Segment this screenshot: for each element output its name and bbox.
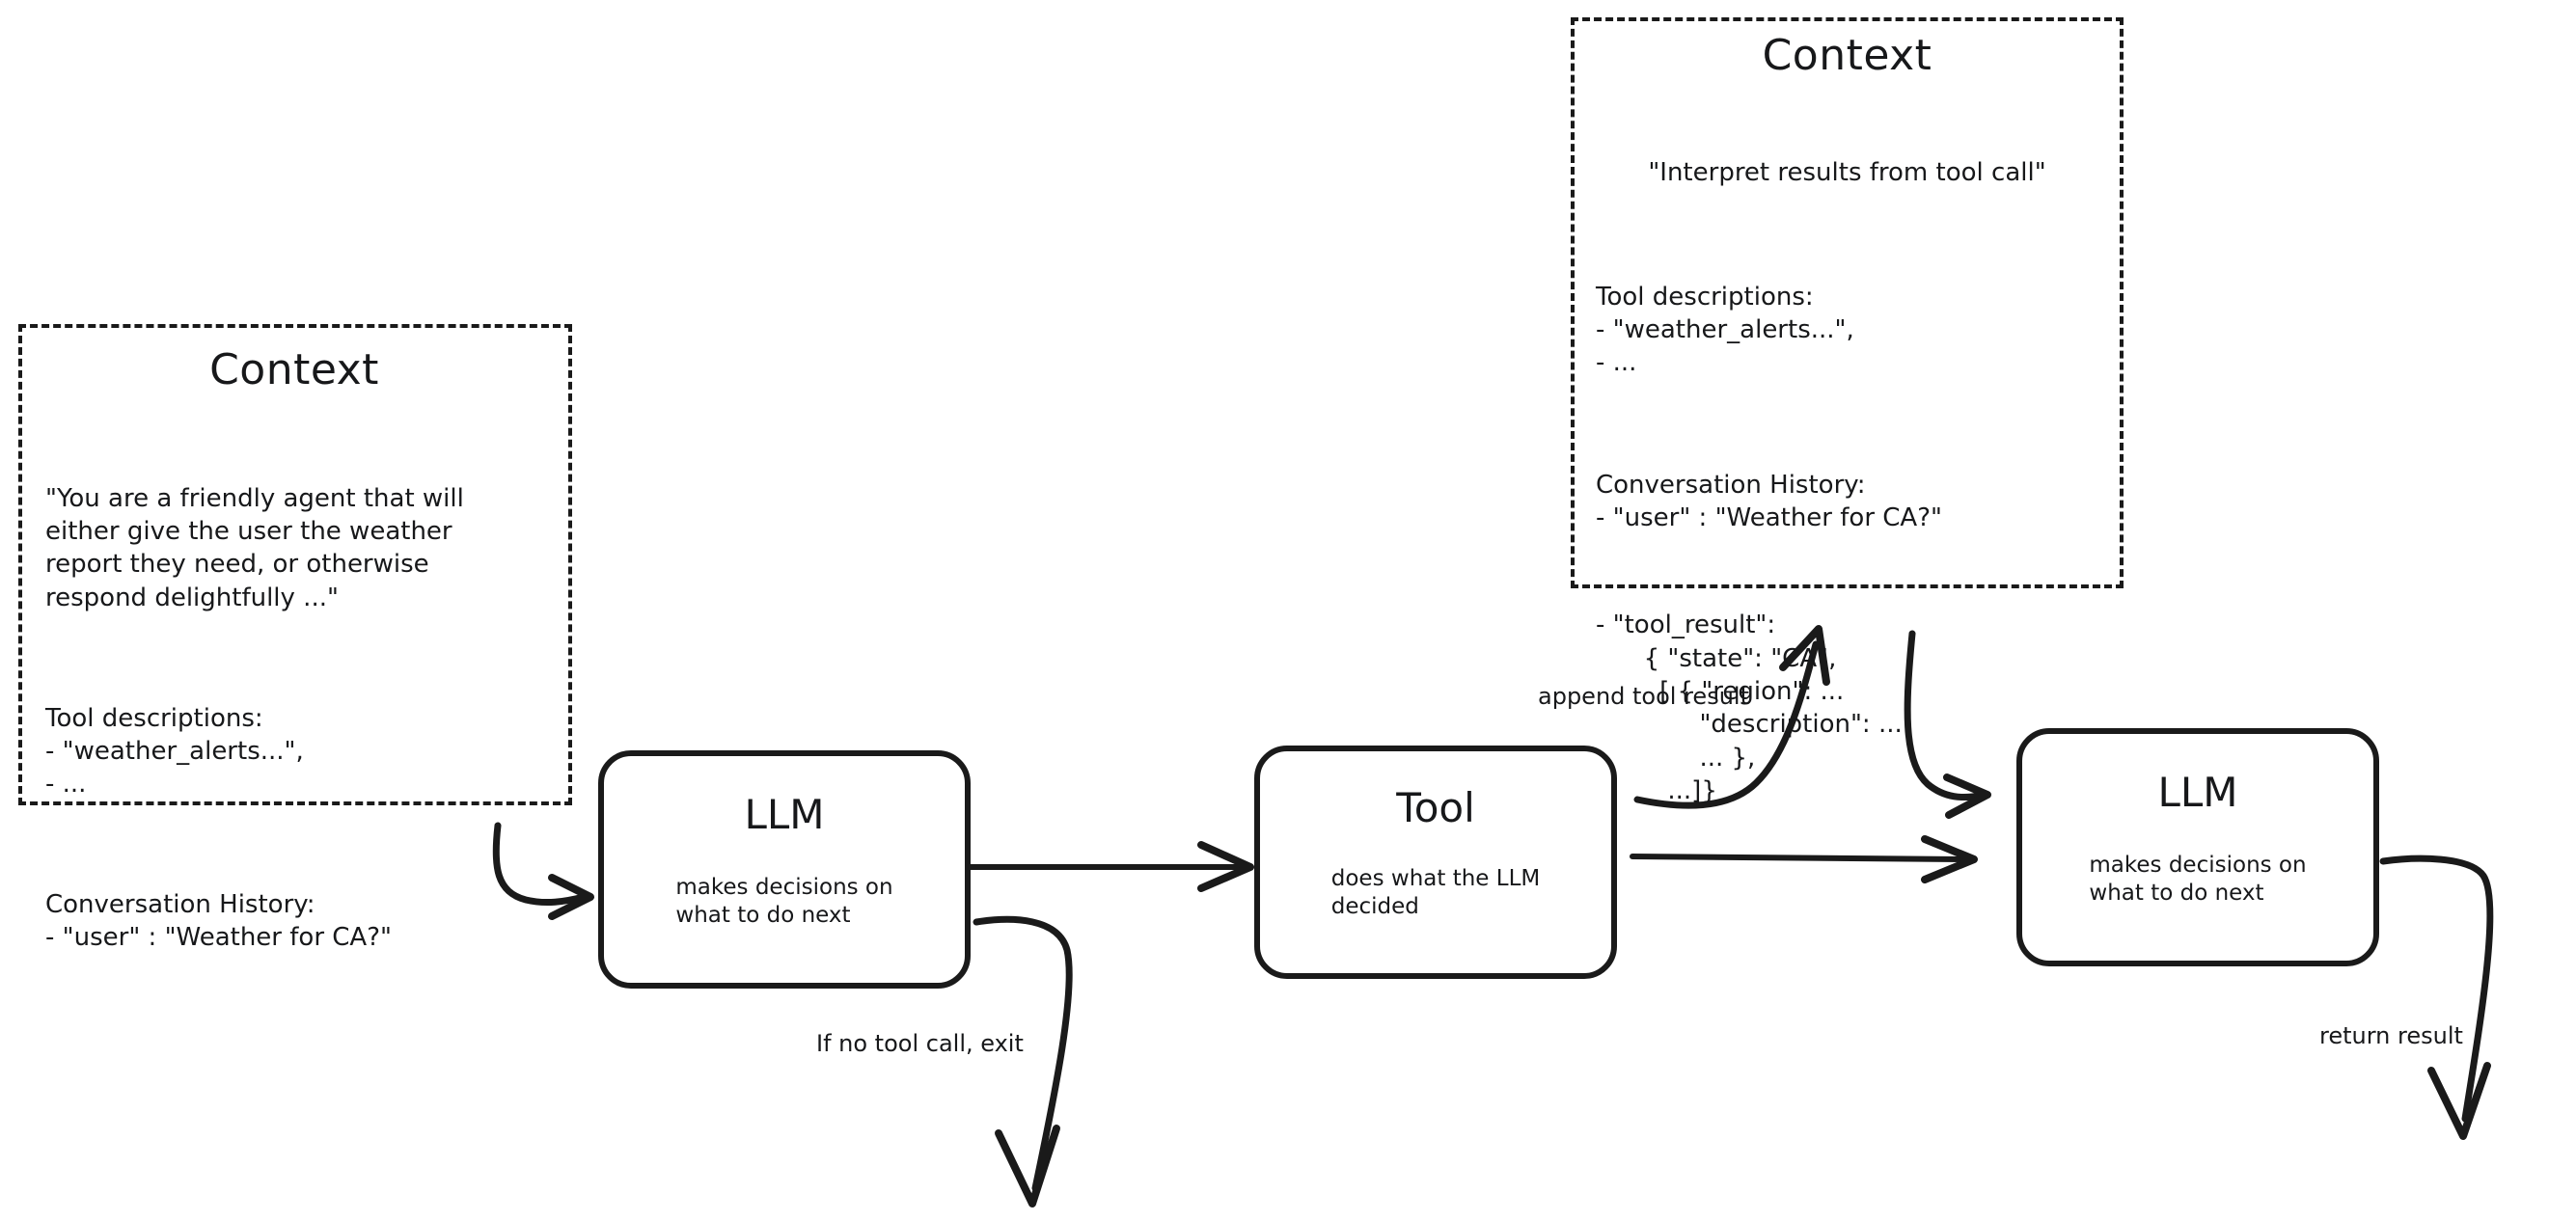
context-right-title: Context: [1762, 31, 1932, 80]
context-box-left: Context "You are a friendly agent that w…: [18, 324, 572, 952]
node-llm-second[interactable]: LLM makes decisions on what to do next: [2016, 728, 2379, 966]
edge-label-llm-exit: If no tool call, exit: [816, 1030, 1024, 1057]
edge-label-return-result: return result: [2319, 1022, 2463, 1049]
node-tool[interactable]: Tool does what the LLM decided: [1254, 746, 1617, 979]
node-llm-first-subtitle: makes decisions on what to do next: [675, 875, 893, 929]
node-llm-first-title: LLM: [744, 791, 825, 838]
node-llm-first[interactable]: LLM makes decisions on what to do next: [598, 750, 971, 989]
context-left-body: "You are a friendly agent that will eith…: [45, 416, 543, 1020]
edge-label-append-tool-result: append tool result: [1538, 683, 1749, 710]
context-right-body: "Interpret results from tool call" Tool …: [1596, 90, 2098, 874]
context-left-conversation-history: Conversation History: - "user" : "Weathe…: [45, 890, 392, 953]
node-tool-title: Tool: [1396, 784, 1475, 831]
node-llm-second-title: LLM: [2157, 769, 2238, 816]
context-right-tool-descriptions: Tool descriptions: - "weather_alerts..."…: [1596, 282, 1854, 378]
edge-llm-exit: [973, 915, 1073, 1207]
context-box-right: Context "Interpret results from tool cal…: [1571, 17, 2124, 805]
edge-return-result: [2379, 855, 2494, 1140]
node-llm-second-subtitle: makes decisions on what to do next: [2089, 853, 2307, 907]
context-right-system-prompt: "Interpret results from tool call": [1648, 157, 2046, 187]
context-left-tool-descriptions: Tool descriptions: - "weather_alerts..."…: [45, 703, 304, 800]
context-left-title: Context: [209, 345, 379, 394]
context-right-tool-result: - "tool_result": { "state": "CA", [ { "r…: [1596, 610, 1903, 805]
context-right-conversation-history: Conversation History: - "user" : "Weathe…: [1596, 471, 1942, 533]
context-left-system-prompt: "You are a friendly agent that will eith…: [45, 483, 464, 612]
node-tool-subtitle: does what the LLM decided: [1330, 866, 1541, 920]
edge-llm-to-tool: [968, 841, 1254, 892]
